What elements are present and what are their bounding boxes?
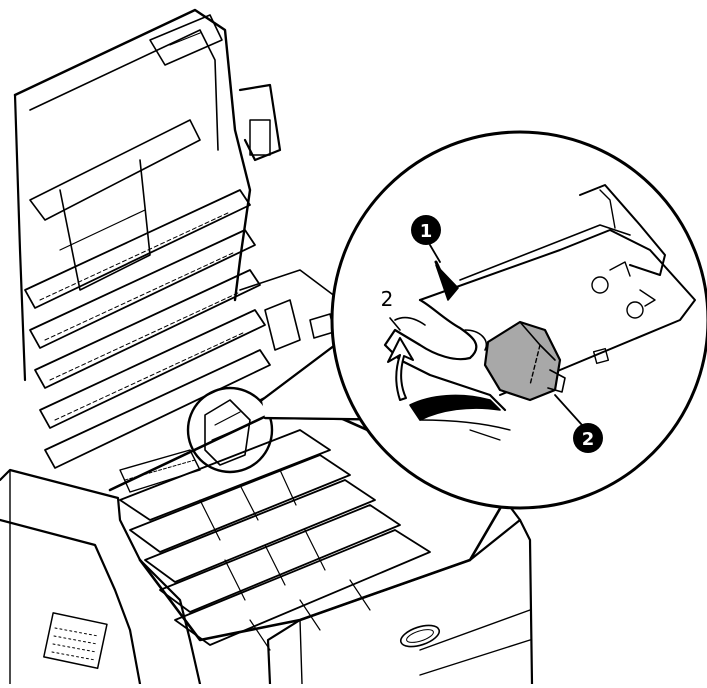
marker-2-label: 2 — [582, 429, 595, 450]
drum-cartridges — [119, 429, 431, 651]
printer-body — [0, 398, 534, 686]
vent-grille — [43, 612, 108, 670]
arrow-up-curved-icon — [387, 337, 414, 401]
hand — [383, 298, 507, 412]
step-number-label: 2 — [381, 287, 394, 311]
brand-oval — [399, 624, 441, 648]
open-top-cover — [13, 8, 282, 382]
marker-1-label: 1 — [420, 221, 433, 242]
detail-source-circle — [186, 386, 274, 474]
marker-2: 2 — [573, 423, 603, 453]
led-head-bars — [24, 189, 271, 469]
magnified-detail — [330, 130, 707, 510]
marker-1: 1 — [411, 215, 441, 245]
